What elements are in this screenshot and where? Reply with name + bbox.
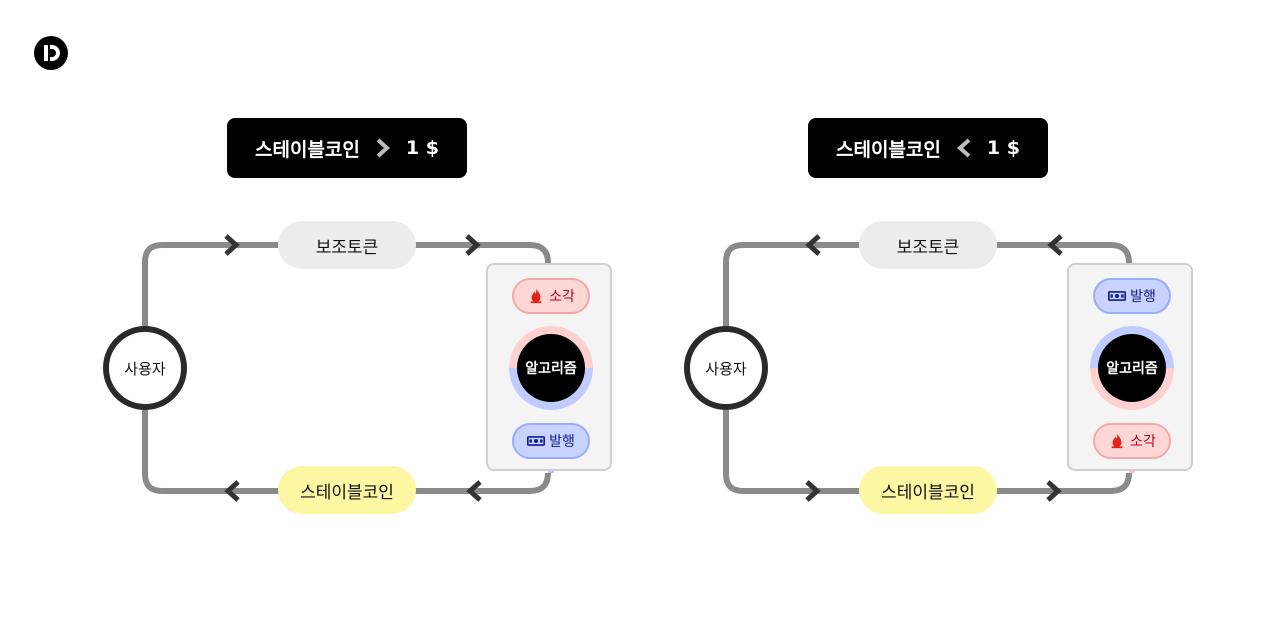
sub-token-pill: 보조토큰	[278, 221, 416, 269]
header-label: 스테이블코인	[255, 138, 360, 161]
mint-chip: 발행	[512, 423, 590, 459]
algorithm-label: 알고리즘	[517, 334, 585, 402]
header-label: 스테이블코인	[836, 138, 941, 161]
price-condition-header: 스테이블코인 1 $	[227, 118, 467, 178]
fire-icon	[1111, 433, 1123, 449]
mint-label: 발행	[1130, 289, 1156, 305]
sub-token-pill: 보조토큰	[859, 221, 997, 269]
greater-than-icon	[376, 138, 390, 158]
arrow-left-icon	[1047, 234, 1063, 256]
mint-label: 발행	[549, 434, 575, 450]
burn-label: 소각	[1130, 434, 1156, 450]
header-value: 1 $	[986, 137, 1020, 159]
mint-chip: 발행	[1093, 278, 1171, 314]
burn-chip: 소각	[1093, 423, 1171, 459]
burn-label: 소각	[549, 289, 575, 305]
arrow-right-icon	[224, 234, 240, 256]
price-condition-header: 스테이블코인 1 $	[808, 118, 1048, 178]
brand-logo-icon	[34, 36, 68, 70]
money-icon	[1108, 291, 1127, 301]
arrow-left-icon	[224, 480, 240, 502]
stablecoin-pill: 스테이블코인	[859, 466, 997, 514]
algorithm-node: 알고리즘	[1090, 326, 1174, 410]
header-value: 1 $	[405, 137, 439, 159]
arrow-left-icon	[805, 234, 821, 256]
diagram-panel-price-below: 스테이블코인 1 $ 보조토큰 스테이블코인 사용자 발행 알고리즘	[581, 0, 1221, 640]
money-icon	[527, 436, 546, 446]
user-node: 사용자	[103, 326, 187, 410]
stablecoin-pill: 스테이블코인	[278, 466, 416, 514]
arrow-right-icon	[465, 234, 481, 256]
less-than-icon	[956, 138, 971, 158]
diagram-panel-price-above: 스테이블코인 1 $ 보조토큰 스테이블코인 사용자 소각 알고리즘	[103, 118, 612, 514]
algorithm-node: 알고리즘	[509, 326, 593, 410]
arrow-right-icon	[1046, 480, 1062, 502]
burn-chip: 소각	[512, 278, 590, 314]
fire-icon	[530, 288, 542, 304]
arrow-right-icon	[805, 480, 821, 502]
algorithm-label: 알고리즘	[1098, 334, 1166, 402]
user-node: 사용자	[684, 326, 768, 410]
arrow-left-icon	[466, 480, 482, 502]
